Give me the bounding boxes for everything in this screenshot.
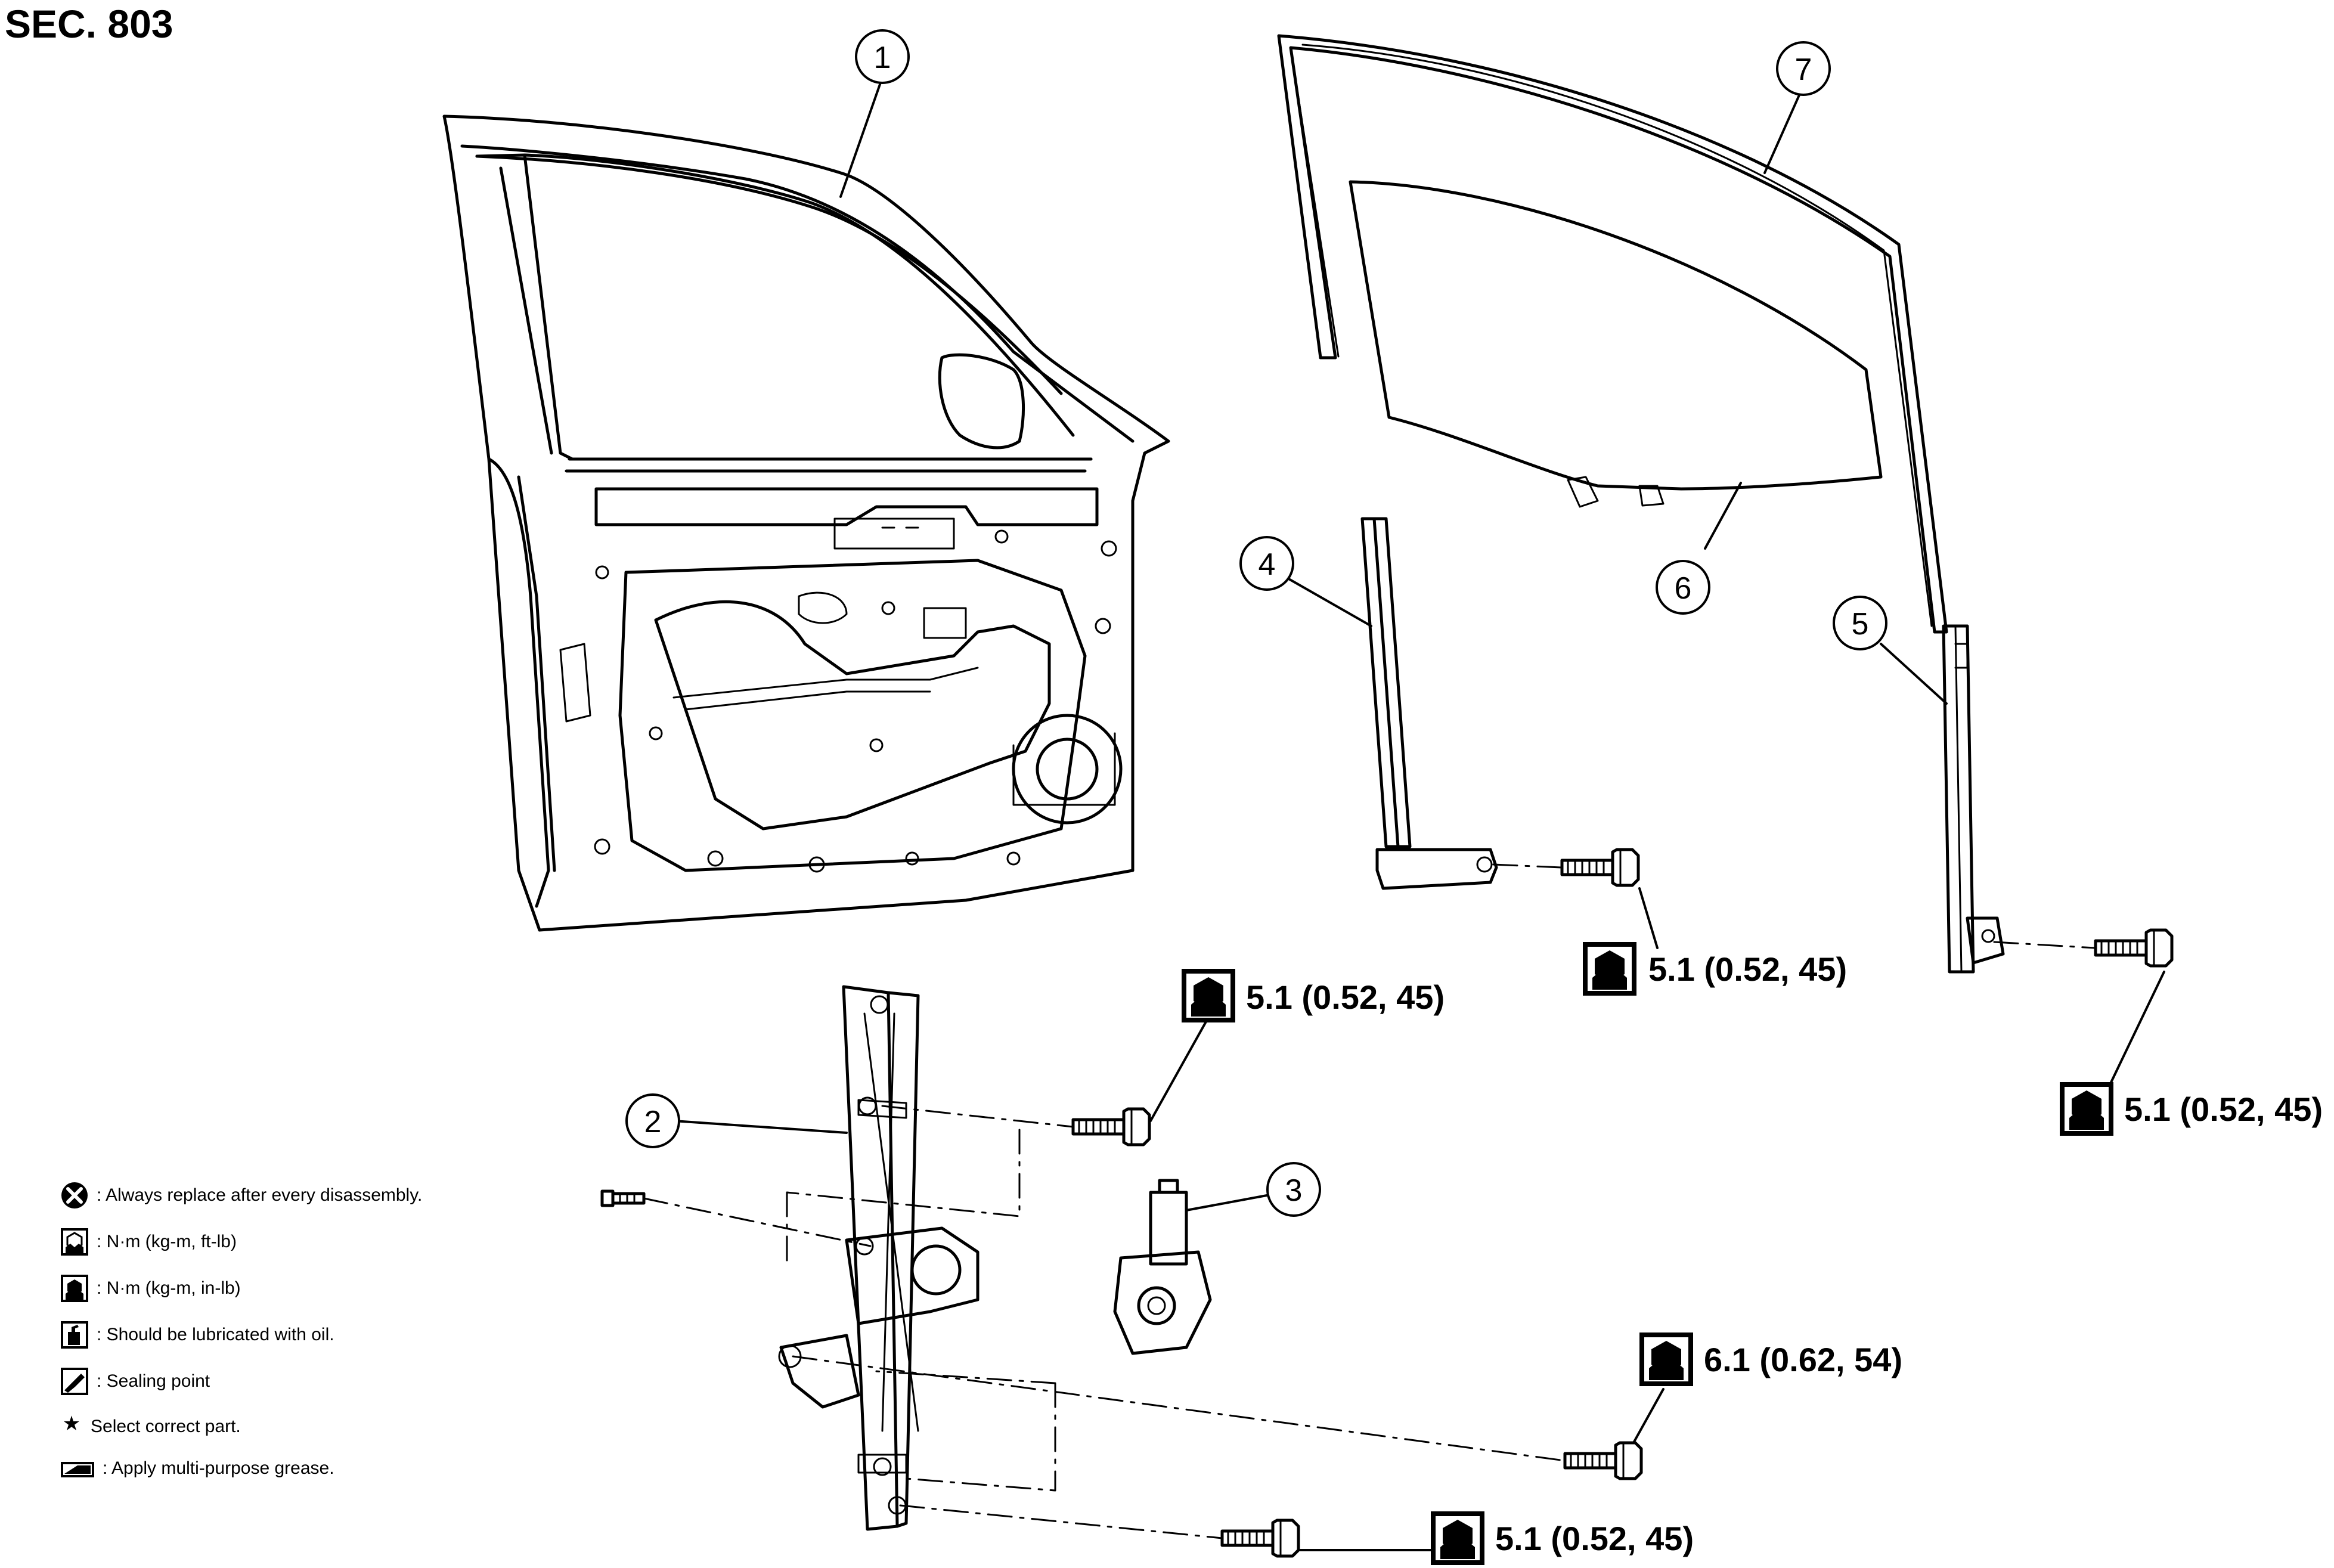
torque-front-sash: 5.1 (0.52, 45) bbox=[1648, 950, 1847, 988]
front-sash-bolt bbox=[1562, 850, 1638, 885]
callout-6-label: 6 bbox=[1675, 571, 1692, 606]
callout-7 bbox=[1776, 41, 1831, 96]
callout-labels: 1 2 3 4 5 6 7 bbox=[644, 41, 1869, 1208]
rear-lower-sash bbox=[1942, 624, 2005, 974]
regulator-upper-bolt bbox=[1073, 1109, 1149, 1145]
torque-regulator-upper: 5.1 (0.52, 45) bbox=[1246, 978, 1445, 1016]
sealing-icon bbox=[61, 1368, 88, 1395]
torque-ftlb-icon bbox=[61, 1228, 88, 1256]
callout-2-label: 2 bbox=[644, 1105, 662, 1139]
torque-wrench-icon bbox=[1431, 1511, 1484, 1565]
torque-wrench-icon bbox=[1639, 1333, 1693, 1386]
legend-text: Select correct part. bbox=[91, 1417, 241, 1436]
legend-text: : Sealing point bbox=[97, 1371, 210, 1391]
callout-4-label: 4 bbox=[1259, 547, 1276, 582]
replace-icon bbox=[61, 1182, 88, 1208]
front-door-panel bbox=[442, 114, 1170, 932]
callout-2 bbox=[625, 1093, 680, 1148]
torque-rear-sash: 5.1 (0.52, 45) bbox=[2124, 1090, 2323, 1128]
regulator-lower-bolt bbox=[1222, 1520, 1298, 1556]
callout-4 bbox=[1239, 536, 1294, 591]
glass-run-frame bbox=[1277, 34, 1948, 634]
legend-text: : N·m (kg-m, in-lb) bbox=[97, 1278, 241, 1298]
grease-icon bbox=[61, 1462, 94, 1477]
torque-regulator-lower: 5.1 (0.52, 45) bbox=[1495, 1520, 1694, 1557]
torque-inlb-icon bbox=[61, 1275, 88, 1302]
door-glass bbox=[1349, 180, 1883, 508]
regulator-middle-bolt bbox=[1565, 1443, 1641, 1479]
rear-sash-bolt bbox=[2096, 930, 2172, 966]
legend-text: : Apply multi-purpose grease. bbox=[103, 1458, 334, 1478]
regulator-screw bbox=[600, 1189, 646, 1207]
alignment-lines bbox=[643, 863, 2097, 1539]
callout-5 bbox=[1833, 596, 1887, 650]
legend-text: : N·m (kg-m, ft-lb) bbox=[97, 1232, 237, 1251]
star-icon: ★ bbox=[62, 1412, 81, 1435]
legend-text: : Should be lubricated with oil. bbox=[97, 1325, 334, 1344]
callout-3-label: 3 bbox=[1285, 1173, 1303, 1208]
torque-regulator-middle: 6.1 (0.62, 54) bbox=[1704, 1341, 1902, 1378]
front-lower-sash bbox=[1360, 517, 1498, 890]
torque-labels: 5.1 (0.52, 45) 5.1 (0.52, 45) 5.1 (0.52,… bbox=[1246, 950, 2323, 1557]
callout-3 bbox=[1266, 1162, 1321, 1217]
callout-5-label: 5 bbox=[1852, 607, 1869, 642]
leader-lines bbox=[672, 76, 2165, 1551]
callout-1-label: 1 bbox=[874, 41, 891, 75]
callout-7-label: 7 bbox=[1795, 52, 1812, 87]
callout-1 bbox=[855, 29, 910, 84]
callout-6 bbox=[1656, 560, 1710, 615]
oil-icon bbox=[61, 1321, 88, 1349]
legend-text: : Always replace after every disassembly… bbox=[97, 1185, 423, 1205]
window-regulator bbox=[778, 985, 980, 1531]
torque-wrench-icon bbox=[2060, 1082, 2113, 1136]
callout-circles bbox=[625, 29, 1887, 1217]
torque-wrench-icon bbox=[1583, 942, 1636, 996]
regulator-motor bbox=[1113, 1179, 1212, 1355]
torque-wrench-icon bbox=[1182, 969, 1235, 1022]
section-title: SEC. 803 bbox=[5, 2, 173, 46]
